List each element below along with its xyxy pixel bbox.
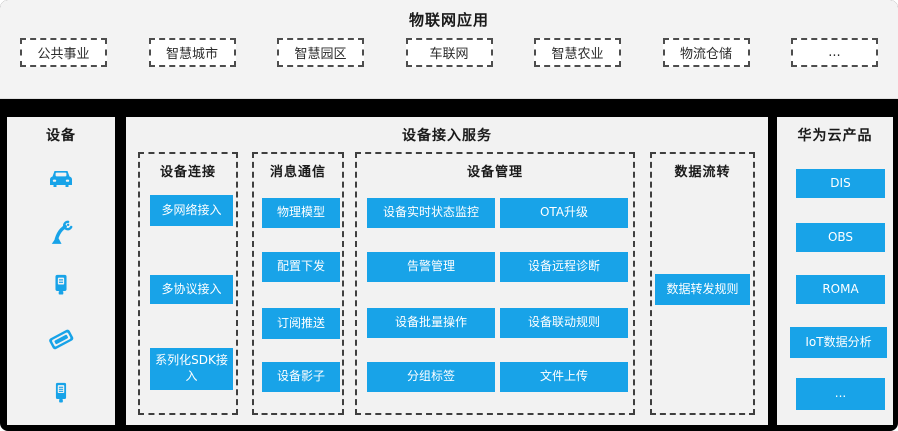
chip-data-forwarding-rules: 数据转发规则 (655, 274, 750, 305)
devices-panel-title: 设备 (46, 128, 76, 144)
chip-multi-protocol-access: 多协议接入 (150, 275, 233, 304)
chip-iot-data-analysis: IoT数据分析 (790, 327, 887, 358)
devices-panel: 设备 (7, 117, 115, 425)
iot-applications-section: 物联网应用 公共事业 智慧城市 智慧园区 车联网 智慧农业 物流仓储 ... (0, 0, 898, 99)
chip-file-upload: 文件上传 (500, 362, 628, 392)
chip-roma: ROMA (796, 275, 885, 304)
app-box-public-utilities: 公共事业 (20, 38, 107, 67)
device-access-service-panel: 设备接入服务 设备连接 多网络接入 多协议接入 系列化SDK接入 消息通信 物理… (126, 117, 768, 425)
chip-board-icon (46, 325, 76, 353)
chip-device-shadow: 设备影子 (262, 362, 340, 392)
chip-serialized-sdk-access: 系列化SDK接入 (150, 348, 233, 390)
section-title-iot-applications: 物联网应用 (408, 11, 489, 29)
handheld-terminal-icon (49, 381, 73, 405)
column-label-device-management: 设备管理 (466, 165, 523, 180)
app-box-more: ... (791, 38, 878, 67)
chip-config-delivery: 配置下发 (262, 252, 340, 282)
app-box-smart-campus: 智慧园区 (277, 38, 364, 67)
column-device-management: 设备管理 设备实时状态监控 OTA升级 告警管理 设备远程诊断 设备批量操作 设… (355, 152, 635, 415)
column-device-connection: 设备连接 多网络接入 多协议接入 系列化SDK接入 (138, 152, 238, 415)
app-box-smart-city: 智慧城市 (148, 38, 236, 67)
application-boxes-row: 公共事业 智慧城市 智慧园区 车联网 智慧农业 物流仓储 ... (20, 38, 878, 67)
column-label-device-connection: 设备连接 (159, 165, 216, 180)
chip-obs: OBS (796, 223, 885, 252)
chip-realtime-status-monitoring: 设备实时状态监控 (367, 198, 495, 228)
column-label-message-communication: 消息通信 (269, 165, 326, 180)
app-box-smart-agriculture: 智慧农业 (534, 38, 621, 67)
robot-arm-icon (48, 219, 74, 245)
chip-alarm-management: 告警管理 (367, 252, 495, 282)
app-box-internet-of-vehicles: 车联网 (405, 38, 493, 67)
chip-batch-operations: 设备批量操作 (367, 308, 495, 338)
chip-remote-diagnosis: 设备远程诊断 (500, 252, 628, 282)
chip-group-tags: 分组标签 (367, 362, 495, 392)
column-label-data-flow: 数据流转 (674, 165, 731, 180)
chip-physical-model: 物理模型 (262, 198, 340, 228)
app-box-logistics-warehousing: 物流仓储 (662, 38, 750, 67)
chip-multi-network-access: 多网络接入 (150, 195, 233, 226)
chip-ota-upgrade: OTA升级 (500, 198, 628, 228)
smart-meter-icon (49, 273, 73, 297)
huawei-cloud-products-title: 华为云产品 (797, 128, 873, 144)
column-data-flow: 数据流转 数据转发规则 (650, 152, 755, 415)
chip-more-products: ... (796, 378, 885, 410)
device-icon-list (7, 153, 115, 419)
chip-dis: DIS (796, 169, 885, 198)
column-message-communication: 消息通信 物理模型 配置下发 订阅推送 设备影子 (252, 152, 344, 415)
huawei-cloud-products-panel: 华为云产品 DIS OBS ROMA IoT数据分析 ... (777, 117, 893, 425)
chip-device-linkage-rules: 设备联动规则 (500, 308, 628, 338)
car-icon (47, 167, 75, 191)
chip-subscription-push: 订阅推送 (262, 308, 340, 339)
device-access-service-title: 设备接入服务 (402, 128, 492, 144)
